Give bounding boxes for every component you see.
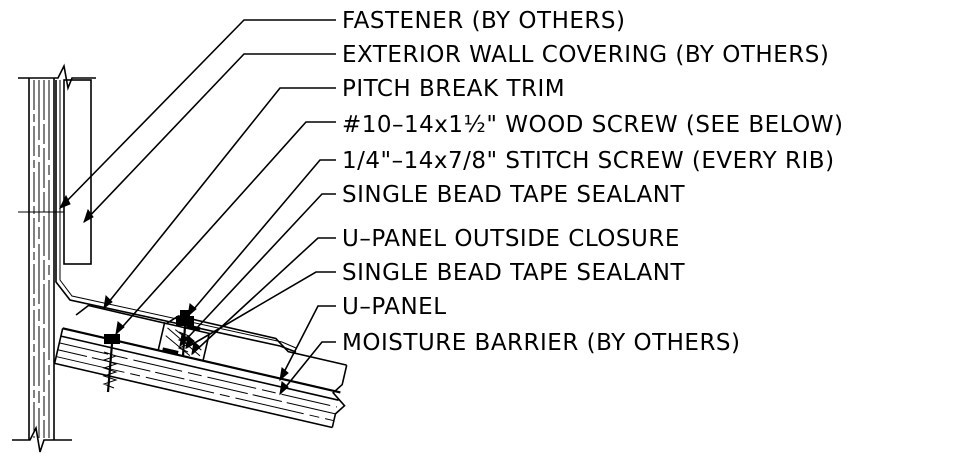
callout-tape-sealant-upper: SINGLE BEAD TAPE SEALANT — [342, 182, 685, 208]
wood-screw — [102, 334, 120, 393]
callout-exterior-wall-covering: EXTERIOR WALL COVERING (BY OTHERS) — [342, 42, 829, 68]
callout-outside-closure: U–PANEL OUTSIDE CLOSURE — [342, 226, 680, 252]
wall-stud — [12, 63, 96, 453]
u-panel-roof-assembly — [53, 304, 348, 429]
callout-pitch-break-trim: PITCH BREAK TRIM — [342, 76, 565, 102]
callout-tape-sealant-lower: SINGLE BEAD TAPE SEALANT — [342, 260, 685, 286]
callout-moisture-barrier: MOISTURE BARRIER (BY OTHERS) — [342, 330, 741, 356]
callout-labels: FASTENER (BY OTHERS) EXTERIOR WALL COVER… — [342, 8, 844, 356]
callout-fastener: FASTENER (BY OTHERS) — [342, 8, 625, 34]
callout-u-panel: U–PANEL — [342, 294, 447, 320]
callout-stitch-screw: 1/4"–14x7/8" STITCH SCREW (EVERY RIB) — [342, 148, 835, 174]
callout-wood-screw: #10–14x1½" WOOD SCREW (SEE BELOW) — [342, 112, 844, 138]
leader-lines — [58, 19, 336, 396]
exterior-wall-covering — [63, 79, 92, 265]
